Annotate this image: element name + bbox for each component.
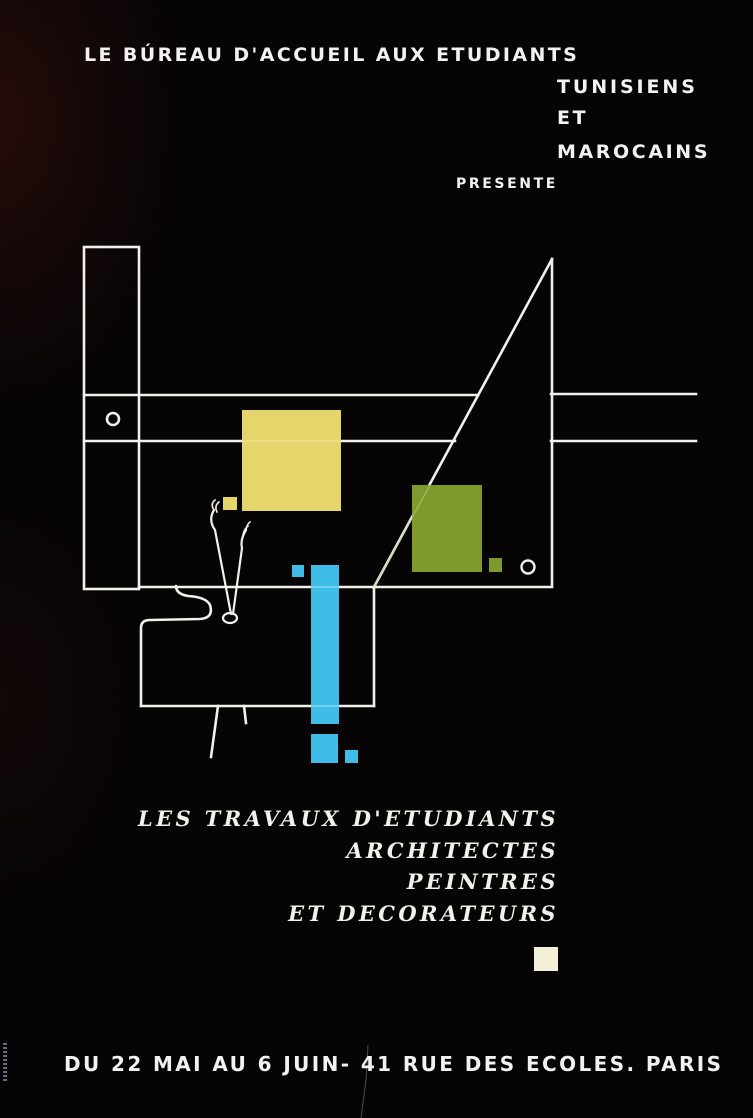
blue-bar [311,565,339,724]
compass-right-arm [231,528,248,616]
compass-fingers-right [242,520,252,536]
header-line-et: ET [557,107,589,129]
cream-square [534,947,558,971]
compass-loop [221,611,239,625]
table-leg-right [242,704,248,725]
small-blue-square-bottom [345,750,358,763]
compass-left-arm [210,508,233,616]
table-left-curve [139,584,213,708]
small-yellow-square [223,497,237,510]
paper-crease [360,1044,369,1118]
exhibition-subtitle: LES TRAVAUX D'ETUDIANTS ARCHITECTES PEIN… [138,803,559,929]
small-blue-square-top [292,565,304,577]
printer-credit-mark [3,1043,7,1083]
triangle-outline [371,257,554,589]
small-green-square [489,558,502,572]
subtitle-line-architectes: ARCHITECTES [346,837,559,863]
table-leg-left [209,704,220,759]
header-line-marocains: MAROCAINS [557,141,711,163]
subtitle-line-decorateurs: ET DECORATEURS [288,900,559,926]
compass-fingers-left [211,498,221,514]
blue-square [311,734,338,763]
green-rectangle [412,485,482,572]
small-circle-left [105,411,121,427]
small-circle-right [520,559,536,575]
footer-dates-address: DU 22 MAI AU 6 JUIN- 41 RUE DES ECOLES. … [64,1052,724,1076]
subtitle-line-peintres: PEINTRES [406,869,559,894]
tall-rectangle-outline [82,245,141,591]
header-line-bureau: LE BÚREAU D'ACCUEIL AUX ETUDIANTS [84,44,580,66]
header-line-tunisiens: TUNISIENS [557,76,698,98]
subtitle-line-travaux: LES TRAVAUX D'ETUDIANTS [137,806,559,831]
triangle-over-green [373,484,431,588]
header-line-presente: PRESENTE [456,176,558,192]
yellow-square [242,410,341,511]
